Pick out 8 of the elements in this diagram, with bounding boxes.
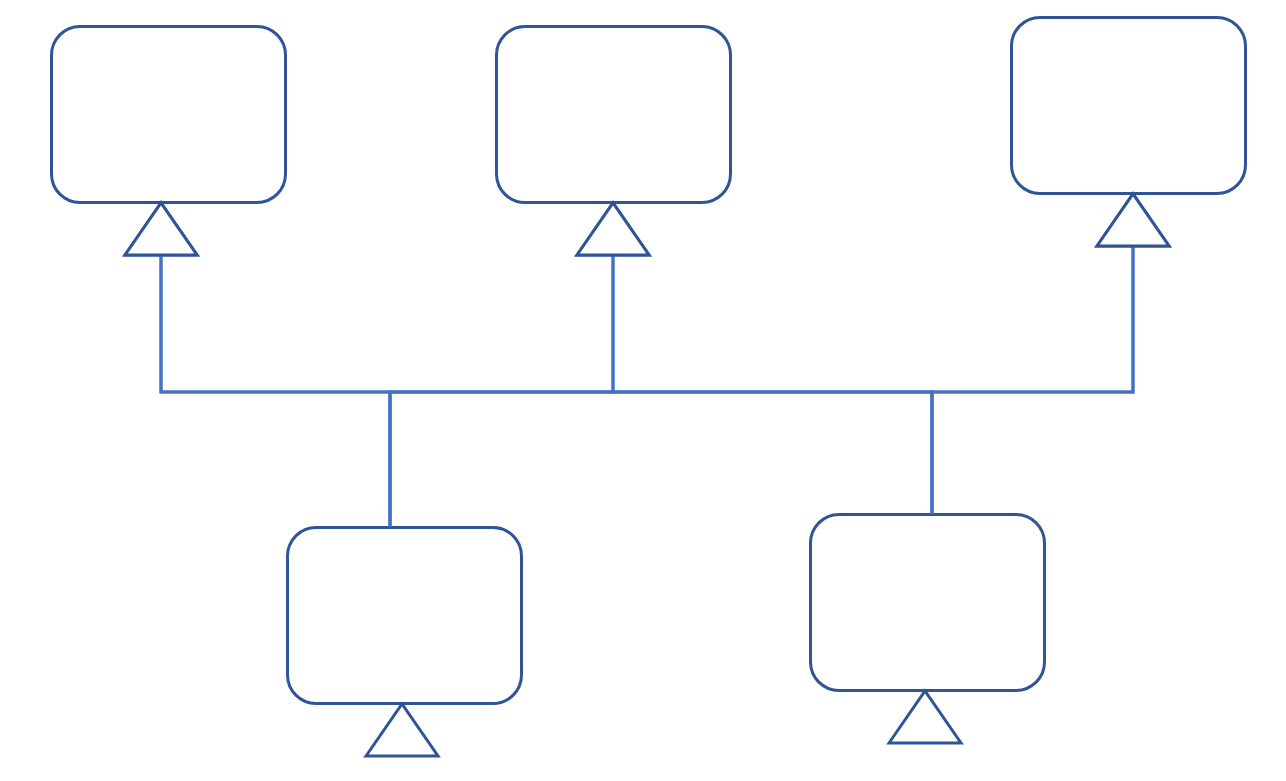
- rounded-box: [286, 526, 523, 705]
- rounded-box: [50, 25, 287, 204]
- rounded-box: [1010, 16, 1247, 195]
- hollow-arrowhead: [364, 702, 440, 758]
- rounded-box: [809, 513, 1046, 692]
- rounded-box: [495, 25, 732, 204]
- connector-arrow: [930, 192, 1171, 514]
- hollow-arrowhead: [887, 689, 963, 745]
